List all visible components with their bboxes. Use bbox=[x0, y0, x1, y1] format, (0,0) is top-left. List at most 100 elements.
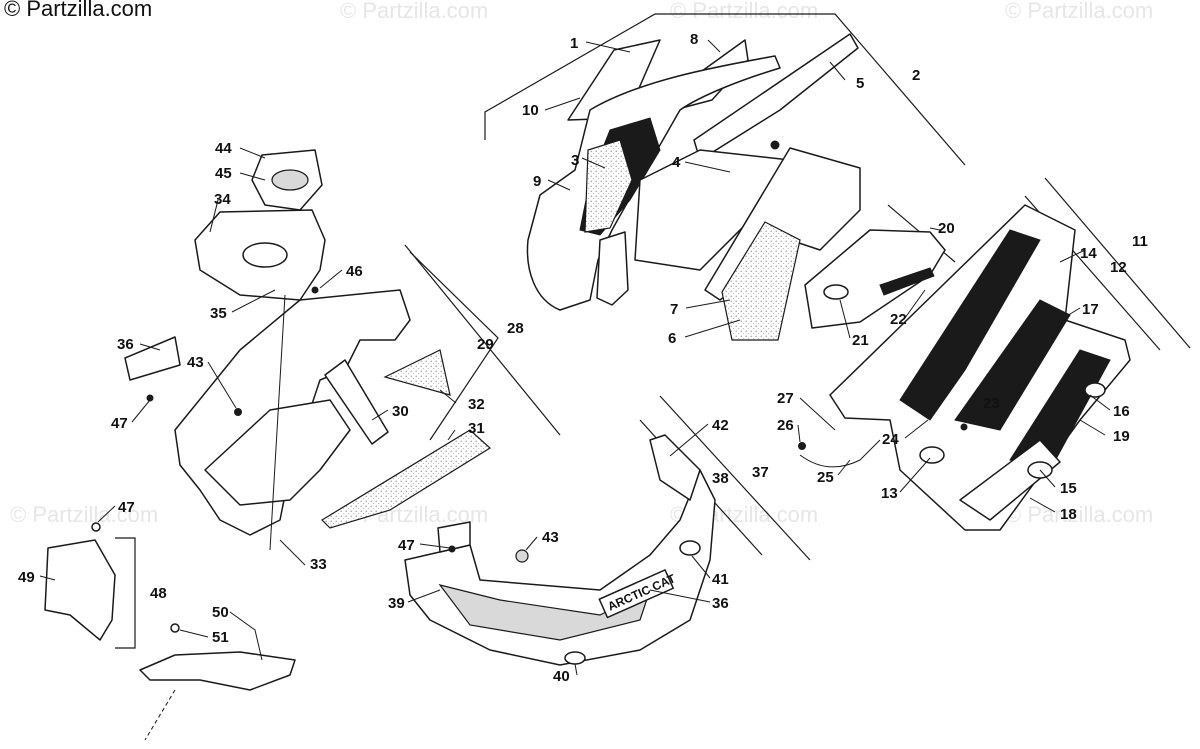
callout-6: 6 bbox=[668, 330, 676, 347]
leader-24 bbox=[904, 419, 929, 439]
callout-46: 46 bbox=[346, 263, 363, 280]
leader-30 bbox=[371, 409, 389, 421]
callout-40: 40 bbox=[553, 668, 570, 685]
callout-43-lower: 43 bbox=[542, 529, 559, 546]
watermark-top-far-right: © Partzilla.com bbox=[1005, 0, 1153, 23]
callout-21: 21 bbox=[852, 332, 869, 349]
leader-51 bbox=[179, 629, 209, 638]
leader-25 bbox=[837, 459, 851, 476]
part-22-latch bbox=[879, 267, 935, 296]
leader-10 bbox=[544, 97, 581, 111]
callout-43-upper: 43 bbox=[187, 354, 204, 371]
leader-27 bbox=[799, 397, 836, 431]
callout-13: 13 bbox=[881, 485, 898, 502]
leader-1 bbox=[585, 41, 631, 53]
callout-15: 15 bbox=[1060, 480, 1077, 497]
part-3-panel bbox=[584, 139, 633, 233]
part-43-bolt bbox=[234, 408, 242, 416]
belly-pan-group: ARCTIC CAT bbox=[404, 395, 811, 666]
leader-32 bbox=[439, 389, 457, 404]
leader-49 bbox=[39, 575, 56, 581]
callout-38: 38 bbox=[712, 470, 729, 487]
part-47-bolt-lower bbox=[448, 545, 456, 553]
callout-22: 22 bbox=[890, 311, 907, 328]
leader-36a bbox=[139, 343, 161, 351]
part-9-stem bbox=[596, 231, 629, 306]
leader-15 bbox=[1039, 469, 1056, 488]
part-41-grommet bbox=[679, 540, 701, 556]
callout-19: 19 bbox=[1113, 428, 1130, 445]
part-13-grommet bbox=[919, 446, 945, 464]
callout-2: 2 bbox=[912, 67, 920, 84]
part-20-panel bbox=[804, 229, 946, 329]
callout-47-lower: 47 bbox=[398, 537, 415, 554]
leader-47a bbox=[131, 399, 151, 423]
callout-36-upper: 36 bbox=[117, 336, 134, 353]
leader-7 bbox=[685, 299, 731, 309]
part-36-floor bbox=[438, 584, 652, 641]
part-40-grommet bbox=[564, 651, 586, 665]
leader-34 bbox=[209, 199, 219, 233]
bracket-37 bbox=[659, 395, 811, 561]
part-46-bolt bbox=[311, 286, 319, 294]
part-21-grommet bbox=[823, 284, 849, 300]
part-9-hood bbox=[526, 55, 781, 311]
callout-50: 50 bbox=[212, 604, 229, 621]
part-33-line bbox=[269, 294, 286, 551]
leader-20 bbox=[929, 227, 941, 231]
frame-group bbox=[124, 149, 561, 551]
leader-43a bbox=[207, 361, 237, 409]
leader-46 bbox=[319, 269, 343, 289]
callout-47-upper: 47 bbox=[111, 415, 128, 432]
callout-20: 20 bbox=[938, 220, 955, 237]
leader-21 bbox=[839, 299, 851, 339]
callout-12: 12 bbox=[1110, 259, 1127, 276]
watermark-top-right: © Partzilla.com bbox=[670, 0, 818, 23]
part-32-pad bbox=[383, 349, 451, 396]
side-panel-group bbox=[798, 177, 1191, 531]
callout-labels: 1 2 3 4 5 6 7 8 9 10 11 12 13 14 15 16 1… bbox=[18, 31, 1148, 685]
part-45-ring bbox=[271, 169, 309, 191]
part-17-graphic bbox=[899, 229, 1041, 421]
part-26-connector bbox=[798, 442, 806, 450]
part-30-stay bbox=[324, 359, 389, 445]
watermark-top-center: © Partzilla.com bbox=[340, 0, 488, 23]
callout-35: 35 bbox=[210, 305, 227, 322]
leader-13 bbox=[899, 457, 931, 493]
callout-36-lower: 36 bbox=[712, 595, 729, 612]
callout-41: 41 bbox=[712, 571, 729, 588]
part-31-pad bbox=[321, 429, 491, 529]
callout-8: 8 bbox=[690, 31, 698, 48]
leader-9 bbox=[547, 179, 571, 191]
hood-upper-group bbox=[484, 13, 966, 341]
callout-14: 14 bbox=[1080, 245, 1097, 262]
callout-51: 51 bbox=[212, 629, 229, 646]
watermark-logo: © Partzilla.com bbox=[4, 0, 153, 21]
leader-47c bbox=[419, 543, 451, 549]
bracket-28 bbox=[404, 244, 561, 436]
leader-8 bbox=[707, 39, 721, 53]
leader-6 bbox=[684, 319, 741, 338]
part-25-wire bbox=[799, 439, 881, 468]
callout-23: 23 bbox=[983, 395, 1000, 412]
part-51-axis bbox=[144, 689, 176, 741]
part-36-decal bbox=[124, 336, 181, 381]
bracket-48 bbox=[115, 537, 136, 649]
leader-33 bbox=[279, 539, 306, 566]
callout-32: 32 bbox=[468, 396, 485, 413]
callout-7: 7 bbox=[670, 301, 678, 318]
callout-37: 37 bbox=[752, 464, 769, 481]
callout-45: 45 bbox=[215, 165, 232, 182]
part-43-washer bbox=[515, 549, 529, 563]
leader-42 bbox=[669, 423, 709, 457]
bracket-29 bbox=[409, 251, 499, 441]
leader-43b bbox=[525, 536, 538, 551]
leader-44 bbox=[239, 147, 266, 159]
part-49-cover bbox=[44, 539, 116, 641]
callout-9: 9 bbox=[533, 173, 541, 190]
bracket-11 bbox=[1044, 177, 1191, 349]
callout-5: 5 bbox=[856, 75, 864, 92]
lower-left-group bbox=[44, 522, 296, 741]
callout-30: 30 bbox=[392, 403, 409, 420]
watermark-left: © Partzilla.com bbox=[10, 502, 158, 527]
